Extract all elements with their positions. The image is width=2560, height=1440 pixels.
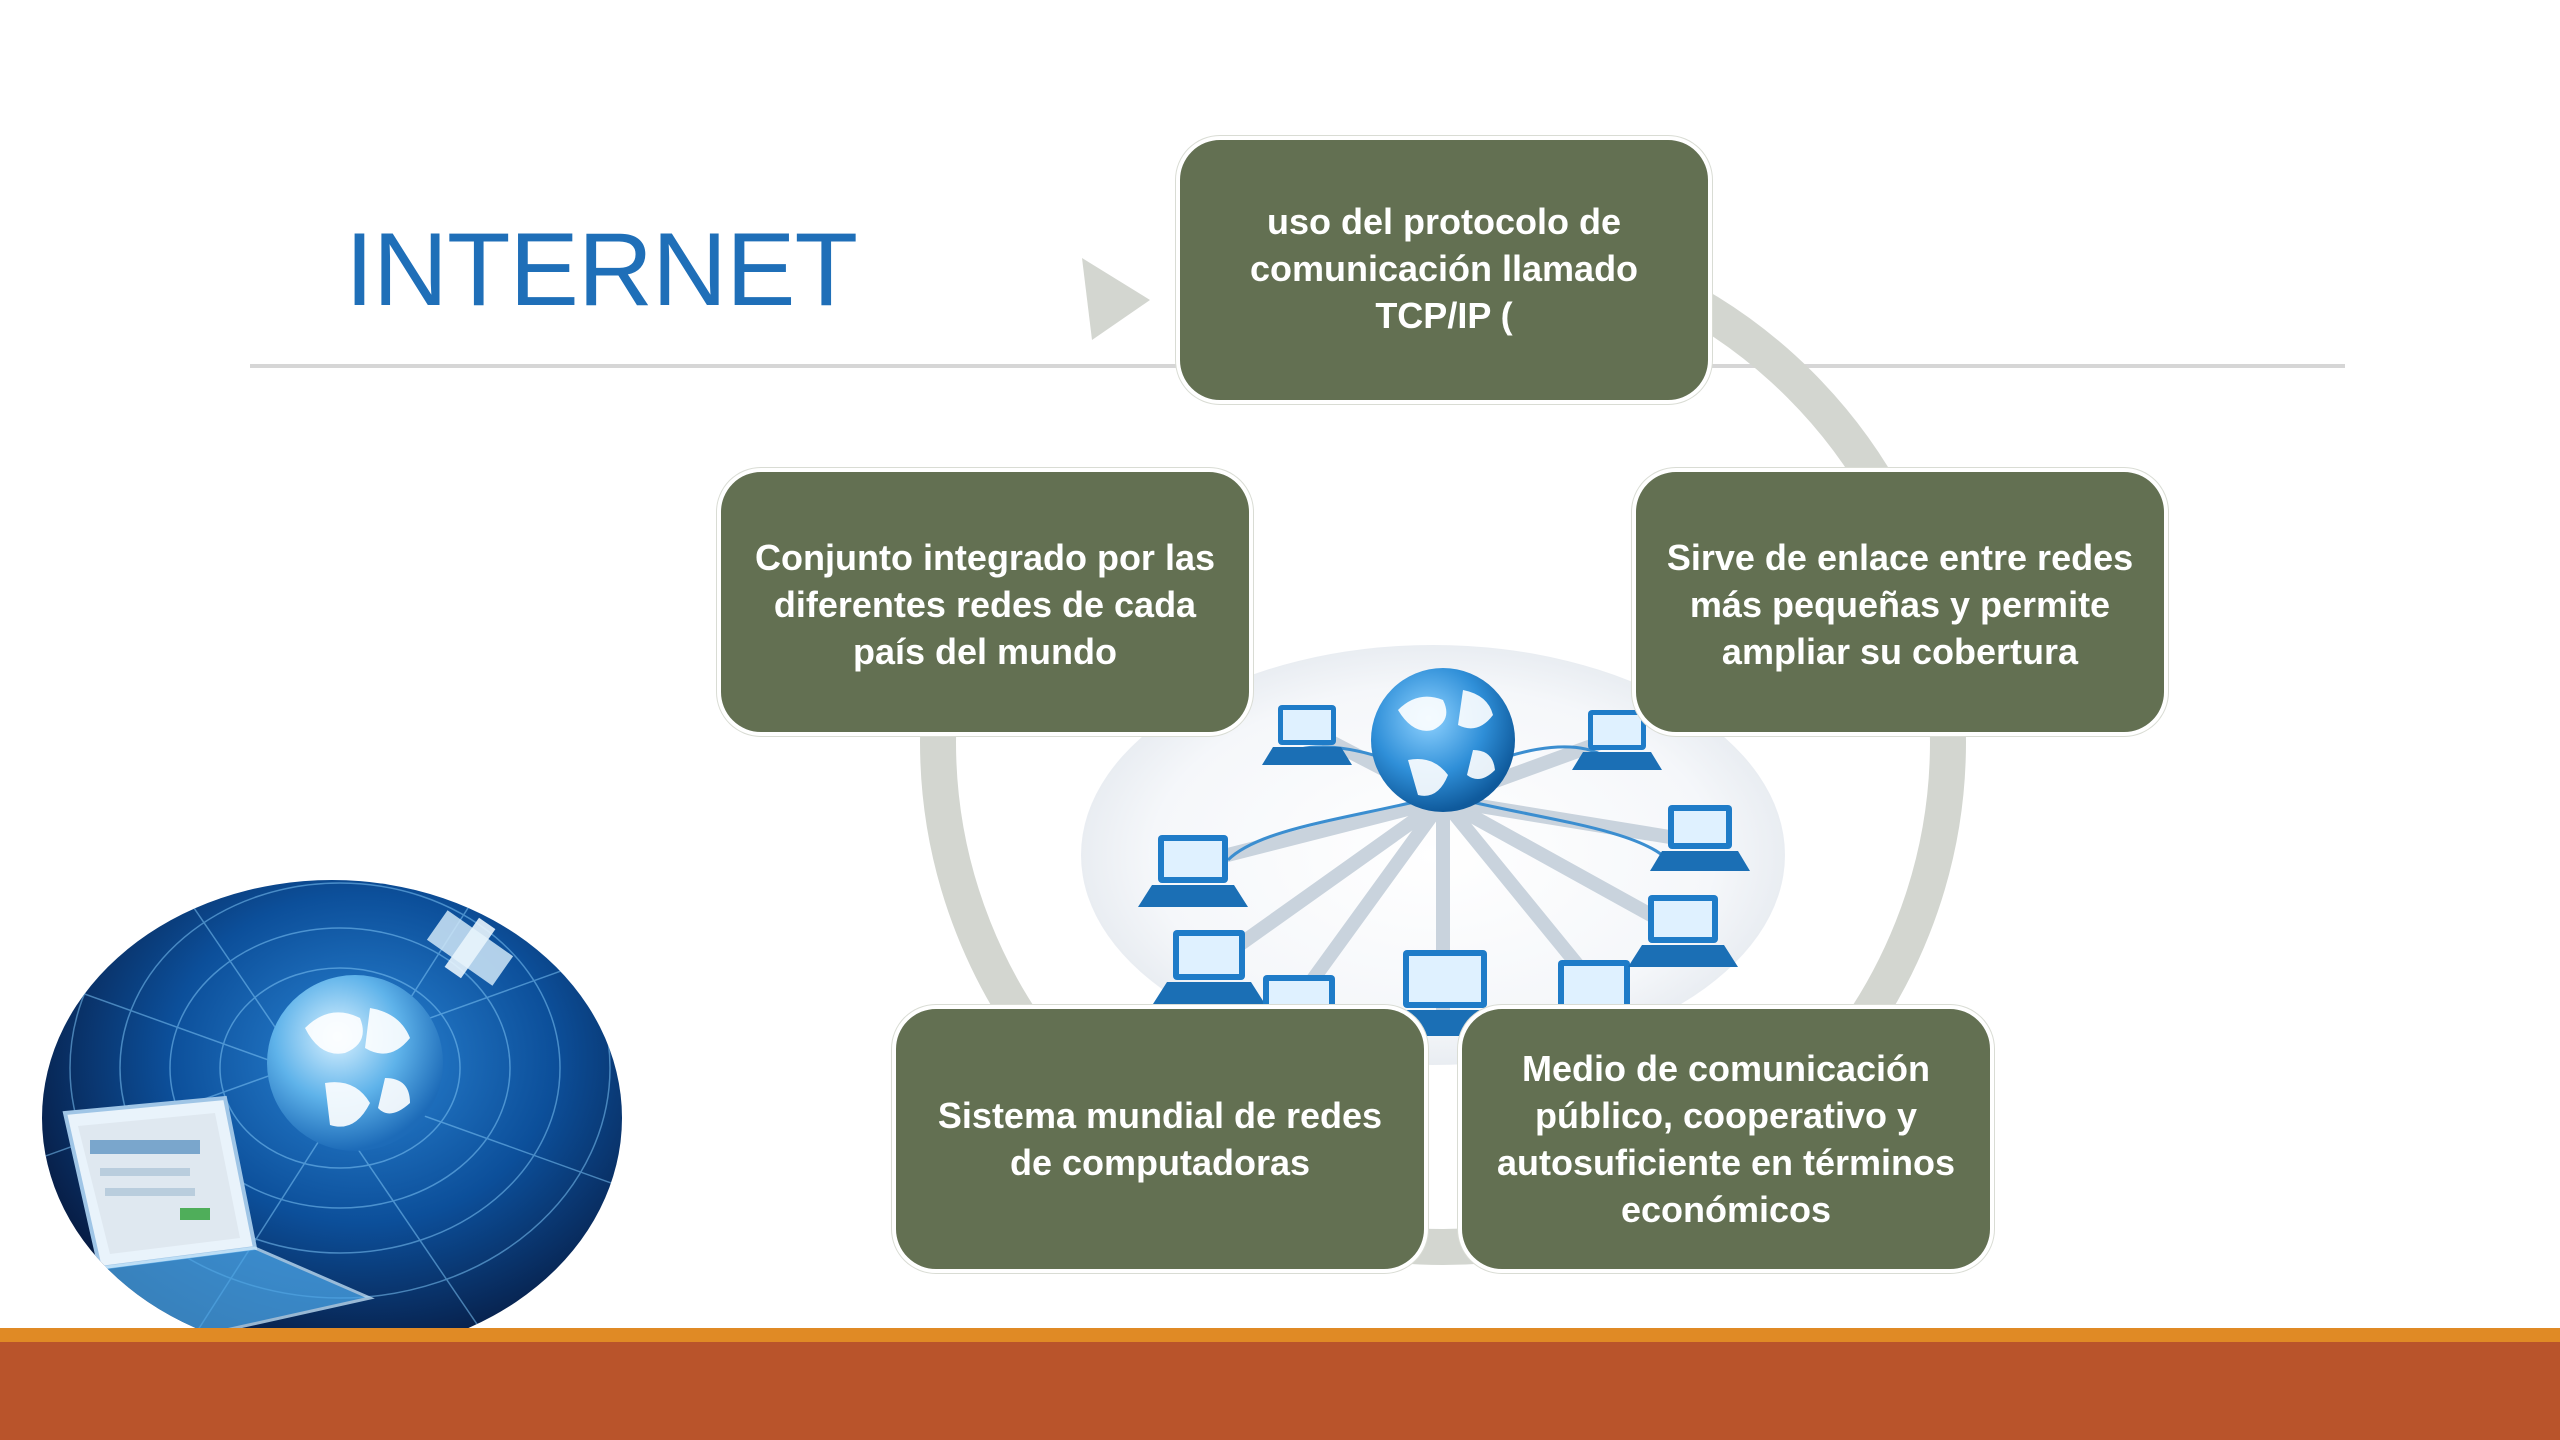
cycle-node-sistema-mundial: Sistema mundial de redes de computadoras — [892, 1005, 1428, 1273]
laptop-icon — [62, 1095, 375, 1340]
slide-title: INTERNET — [345, 212, 858, 328]
globe-laptop-image — [42, 880, 622, 1356]
globe-icon — [267, 975, 443, 1151]
cycle-node-label: uso del protocolo de comunicación llamad… — [1249, 201, 1639, 336]
globe-network-image — [1081, 645, 1785, 1065]
cycle-node-label: Medio de comunicación público, cooperati… — [1496, 1048, 1956, 1230]
cycle-node-conjunto-integrado: Conjunto integrado por las diferentes re… — [717, 468, 1253, 736]
cycle-node-label: Sirve de enlace entre redes más pequeñas… — [1666, 537, 2134, 672]
footer-bar — [0, 1342, 2560, 1440]
cycle-node-enlace-redes: Sirve de enlace entre redes más pequeñas… — [1632, 468, 2168, 736]
satellite-icon — [426, 910, 514, 986]
cycle-arrowhead-icon — [1082, 258, 1150, 340]
footer-accent-bar — [0, 1328, 2560, 1342]
cycle-node-label: Sistema mundial de redes de computadoras — [937, 1095, 1383, 1183]
globe-icon — [1371, 668, 1515, 812]
cycle-node-medio-comunicacion: Medio de comunicación público, cooperati… — [1458, 1005, 1994, 1273]
cycle-node-tcp-ip: uso del protocolo de comunicación llamad… — [1176, 136, 1712, 404]
cycle-node-label: Conjunto integrado por las diferentes re… — [755, 537, 1215, 672]
